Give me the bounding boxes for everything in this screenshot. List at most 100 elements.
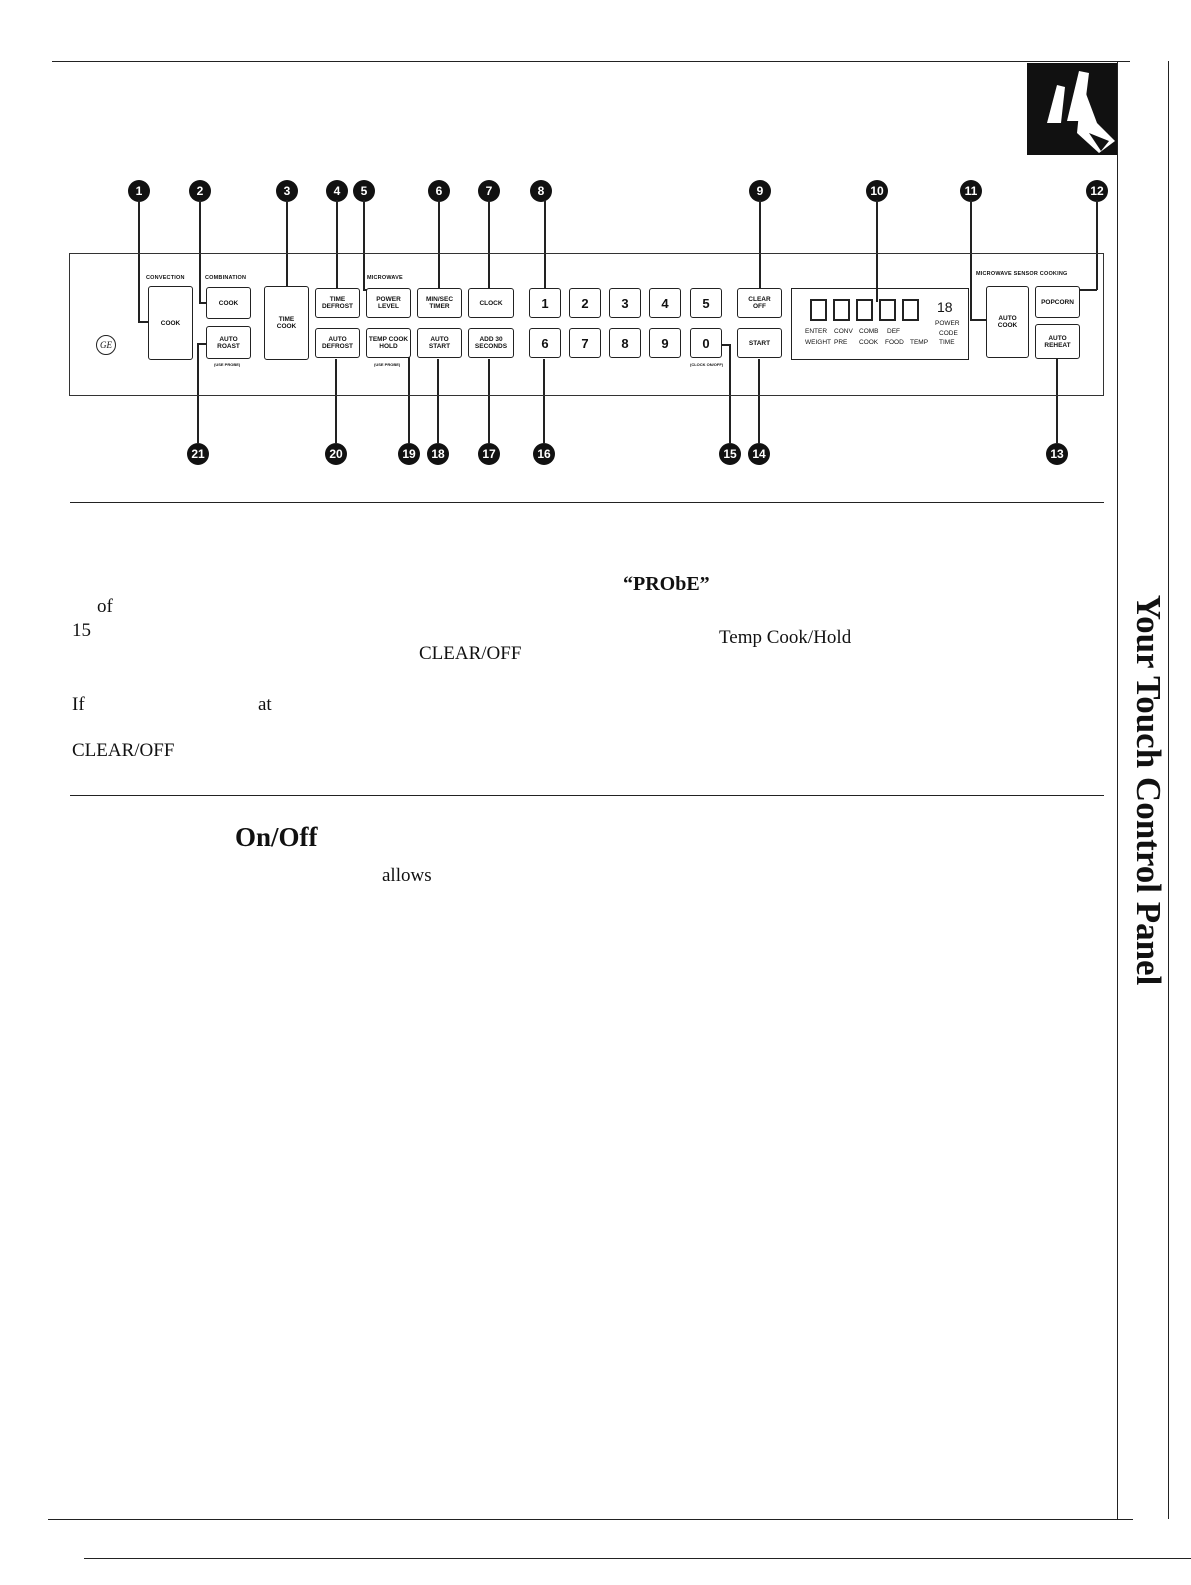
callout-18: 18 bbox=[427, 443, 449, 465]
callout-9: 9 bbox=[749, 180, 771, 202]
number-3-button[interactable]: 3 bbox=[609, 288, 641, 318]
time-defrost-button[interactable]: TIME DEFROST bbox=[315, 288, 360, 318]
display-digit bbox=[856, 299, 873, 321]
text-at: at bbox=[258, 694, 272, 715]
display-time: TIME bbox=[939, 339, 955, 346]
min-sec-timer-button[interactable]: MIN/SEC TIMER bbox=[417, 288, 462, 318]
leader-1h bbox=[138, 321, 152, 323]
add-30-seconds-button[interactable]: ADD 30 SECONDS bbox=[468, 328, 514, 358]
number-6-button[interactable]: 6 bbox=[529, 328, 561, 358]
footer-rule bbox=[84, 1558, 1191, 1559]
leader-11 bbox=[970, 200, 972, 320]
number-2-button[interactable]: 2 bbox=[569, 288, 601, 318]
time-cook-button[interactable]: TIME COOK bbox=[264, 286, 309, 360]
auto-cook-button[interactable]: AUTO COOK bbox=[986, 286, 1029, 358]
section-rule-1 bbox=[70, 502, 1104, 503]
text-if: If bbox=[72, 694, 85, 715]
display-comb: COMB bbox=[859, 328, 879, 335]
popcorn-button[interactable]: POPCORN bbox=[1035, 286, 1080, 318]
leader-18 bbox=[437, 359, 439, 444]
display-digit bbox=[879, 299, 896, 321]
number-8-button[interactable]: 8 bbox=[609, 328, 641, 358]
digital-display: 18 ENTER CONV COMB DEF POWER CODE WEIGHT… bbox=[791, 288, 969, 360]
power-level-button[interactable]: POWER LEVEL bbox=[366, 288, 411, 318]
display-conv: CONV bbox=[834, 328, 853, 335]
start-button[interactable]: START bbox=[737, 328, 782, 358]
clock-button[interactable]: CLOCK bbox=[468, 288, 514, 318]
temp-cook-hold-button[interactable]: TEMP COOK HOLD bbox=[366, 328, 411, 358]
callout-8: 8 bbox=[530, 180, 552, 202]
callout-15: 15 bbox=[719, 443, 741, 465]
leader-4 bbox=[336, 200, 338, 289]
number-0-button[interactable]: 0 bbox=[690, 328, 722, 358]
display-code: CODE bbox=[939, 330, 958, 337]
auto-defrost-button[interactable]: AUTO DEFROST bbox=[315, 328, 360, 358]
number-7-button[interactable]: 7 bbox=[569, 328, 601, 358]
number-1-button[interactable]: 1 bbox=[529, 288, 561, 318]
leader-21 bbox=[197, 343, 199, 444]
number-5-button[interactable]: 5 bbox=[690, 288, 722, 318]
callout-4: 4 bbox=[326, 180, 348, 202]
probe-text: “PRObE” bbox=[623, 573, 710, 595]
leader-15h bbox=[718, 344, 730, 346]
display-enter: ENTER bbox=[805, 328, 828, 335]
number-4-button[interactable]: 4 bbox=[649, 288, 681, 318]
clear-off-button[interactable]: CLEAR OFF bbox=[737, 288, 782, 318]
label-convection: CONVECTION bbox=[146, 275, 185, 281]
leader-7 bbox=[488, 200, 490, 289]
leader-21h bbox=[197, 343, 209, 345]
display-digit bbox=[833, 299, 850, 321]
display-digit bbox=[810, 299, 827, 321]
auto-reheat-button[interactable]: AUTO REHEAT bbox=[1035, 324, 1080, 359]
label-microwave: MICROWAVE bbox=[367, 275, 403, 281]
callout-19: 19 bbox=[398, 443, 420, 465]
text-clear-off-2: CLEAR/OFF bbox=[72, 740, 175, 761]
label-combination: COMBINATION bbox=[205, 275, 247, 281]
display-pre: PRE bbox=[834, 339, 848, 346]
leader-9 bbox=[759, 200, 761, 289]
text-of: of bbox=[97, 596, 113, 617]
combination-cook-button[interactable]: COOK bbox=[206, 287, 251, 319]
leader-1 bbox=[138, 200, 140, 322]
top-rule bbox=[52, 61, 1130, 62]
leader-12 bbox=[1096, 200, 1098, 290]
number-9-button[interactable]: 9 bbox=[649, 328, 681, 358]
callout-20: 20 bbox=[325, 443, 347, 465]
callout-12: 12 bbox=[1086, 180, 1108, 202]
leader-2 bbox=[199, 200, 201, 303]
display-digit bbox=[902, 299, 919, 321]
leader-16 bbox=[543, 359, 545, 444]
display-cook: COOK bbox=[859, 339, 879, 346]
leader-10 bbox=[876, 200, 878, 302]
auto-roast-button[interactable]: AUTO ROAST bbox=[206, 326, 251, 359]
outer-margin-rule bbox=[1168, 61, 1169, 1519]
leader-6 bbox=[438, 200, 440, 289]
leader-14 bbox=[758, 359, 760, 444]
bottom-rule bbox=[48, 1519, 1133, 1520]
text-clear-off-1: CLEAR/OFF bbox=[419, 643, 522, 664]
leader-12h bbox=[1070, 289, 1097, 291]
callout-14: 14 bbox=[748, 443, 770, 465]
display-small-digits: 18 bbox=[937, 299, 953, 315]
display-power: POWER bbox=[935, 320, 960, 327]
touch-hand-icon bbox=[1027, 63, 1117, 155]
display-food: FOOD bbox=[885, 339, 904, 346]
right-margin-rule bbox=[1117, 61, 1118, 1519]
use-probe-label-1: (USE PROBE) bbox=[214, 362, 241, 367]
leader-13 bbox=[1056, 359, 1058, 444]
callout-6: 6 bbox=[428, 180, 450, 202]
use-probe-label-2: (USE PROBE) bbox=[374, 362, 401, 367]
leader-20 bbox=[335, 359, 337, 444]
callout-11: 11 bbox=[960, 180, 982, 202]
callout-2: 2 bbox=[189, 180, 211, 202]
callout-21: 21 bbox=[187, 443, 209, 465]
leader-5 bbox=[363, 200, 365, 290]
convection-cook-button[interactable]: COOK bbox=[148, 286, 193, 360]
leader-17 bbox=[488, 359, 490, 444]
callout-13: 13 bbox=[1046, 443, 1068, 465]
callout-7: 7 bbox=[478, 180, 500, 202]
callout-3: 3 bbox=[276, 180, 298, 202]
auto-start-button[interactable]: AUTO START bbox=[417, 328, 462, 358]
heading-on-off: On/Off bbox=[235, 822, 318, 852]
display-weight: WEIGHT bbox=[805, 339, 831, 346]
